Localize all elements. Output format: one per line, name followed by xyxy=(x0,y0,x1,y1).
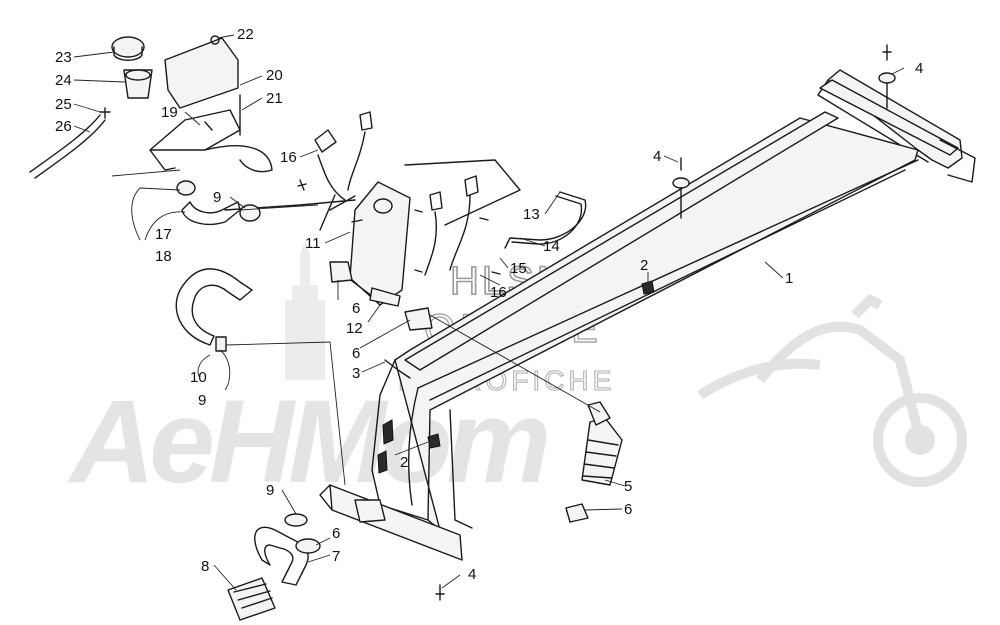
callout-11: 11 xyxy=(305,235,321,252)
callout-16-left: 16 xyxy=(280,149,297,166)
corrugated-hose-5 xyxy=(581,401,623,486)
callout-19: 19 xyxy=(161,104,178,121)
coolant-hoses xyxy=(175,191,623,621)
clamp-9-lower xyxy=(284,513,308,527)
nut-2-lower xyxy=(427,433,441,449)
callout-9-upper: 9 xyxy=(213,189,221,206)
callout-17: 17 xyxy=(155,226,172,243)
callout-6-mid: 6 xyxy=(352,345,360,362)
stud-4-mid xyxy=(672,157,690,219)
callout-1: 1 xyxy=(785,270,793,287)
callout-8: 8 xyxy=(201,558,209,575)
callout-20: 20 xyxy=(266,67,283,84)
callout-2-lower: 2 xyxy=(400,454,408,471)
callout-6-upper: 6 xyxy=(352,300,360,317)
callout-9-left: 9 xyxy=(198,392,206,409)
screw-4-bottom xyxy=(435,584,445,601)
callout-18: 18 xyxy=(155,248,172,265)
lower-hose-7 xyxy=(254,526,309,586)
callout-2-upper: 2 xyxy=(640,257,648,274)
callout-22: 22 xyxy=(237,26,254,43)
callout-4-bottom: 4 xyxy=(468,566,476,583)
callout-7: 7 xyxy=(332,548,340,565)
callout-6-right: 6 xyxy=(624,501,632,518)
reservoir-hose-17 xyxy=(181,201,241,226)
upper-hose-10 xyxy=(175,268,253,346)
callout-labels: 23 24 25 26 22 20 21 19 16 9 17 18 11 13… xyxy=(55,26,923,583)
tunnel-vent-slots xyxy=(377,419,394,474)
hardware xyxy=(176,44,896,601)
tunnel-radiator-assembly xyxy=(319,69,976,561)
callout-10: 10 xyxy=(190,369,207,386)
bleed-hose-13 xyxy=(504,191,587,249)
callout-25: 25 xyxy=(55,96,72,113)
fitting-6 xyxy=(565,503,589,523)
callout-9-lower: 9 xyxy=(266,482,274,499)
callout-26: 26 xyxy=(55,118,72,135)
corrugated-hose-8 xyxy=(227,577,276,621)
callout-5: 5 xyxy=(624,478,632,495)
clamp-9-reservoir xyxy=(176,180,196,196)
callout-14: 14 xyxy=(543,238,560,255)
callout-3: 3 xyxy=(352,365,360,382)
callout-4-mid: 4 xyxy=(653,148,661,165)
stud-4-top xyxy=(878,44,896,109)
callout-16-right: 16 xyxy=(490,284,507,301)
callout-6-lower: 6 xyxy=(332,525,340,542)
castle-watermark-icon xyxy=(285,240,325,380)
callout-4-top: 4 xyxy=(915,60,923,77)
callout-13: 13 xyxy=(523,206,540,223)
leader-lines xyxy=(73,34,905,591)
clamp-6-lower xyxy=(295,538,321,554)
callout-24: 24 xyxy=(55,72,72,89)
watermark-brand: AeHMom xyxy=(67,376,547,508)
screw-3 xyxy=(384,359,411,379)
nut-2-upper xyxy=(641,280,655,295)
callout-21: 21 xyxy=(266,90,283,107)
clamp-9-hose10 xyxy=(215,336,227,352)
callout-12: 12 xyxy=(346,320,363,337)
clamp-9-upper xyxy=(239,204,261,222)
callout-15: 15 xyxy=(510,260,527,277)
callout-23: 23 xyxy=(55,49,72,66)
motorcycle-watermark-icon xyxy=(697,293,967,487)
coolant-reservoir-group xyxy=(29,35,273,179)
